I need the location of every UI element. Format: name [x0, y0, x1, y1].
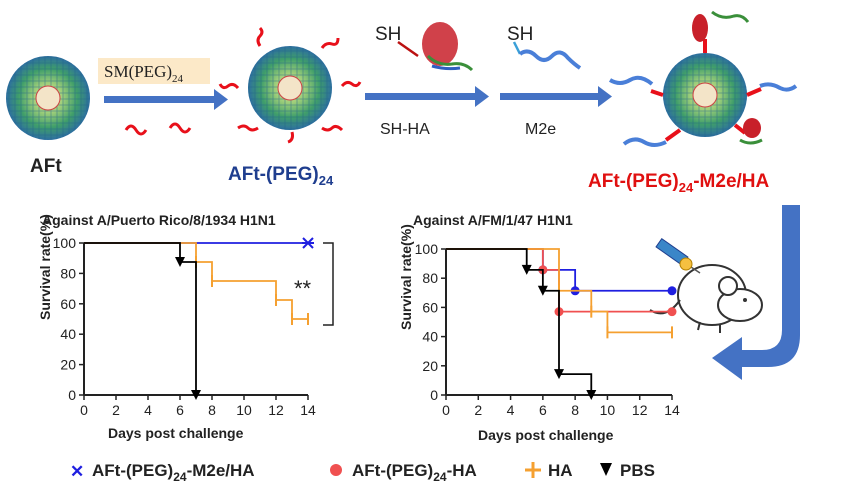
y-tick-label: 0 [68, 387, 76, 403]
data-point-series-3 [175, 257, 185, 267]
aft-peg-nanocage [218, 26, 362, 144]
legend-marker-tick [525, 462, 541, 478]
data-point-series-4 [554, 369, 564, 380]
chart-1-xlabel: Days post challenge [108, 425, 244, 441]
reagent-box [98, 58, 210, 84]
data-point-series-1 [302, 237, 314, 249]
legend-item-4: PBS [600, 461, 655, 480]
series-line-3 [84, 242, 197, 395]
ha-protein-icon [422, 22, 474, 72]
x-tick-label: 8 [571, 402, 579, 418]
x-tick-label: 6 [176, 402, 184, 418]
legend-marker-triangle [600, 463, 612, 476]
aft-label: AFt [30, 156, 62, 177]
legend-item-1: ✕ AFt-(PEG)24-M2e/HA [70, 461, 255, 484]
data-point-series-4 [586, 390, 597, 400]
x-tick-label: 10 [600, 402, 616, 418]
y-tick-label: 20 [60, 357, 76, 373]
peg-chain [124, 124, 148, 136]
legend-marker-circle [330, 464, 342, 476]
x-tick-label: 12 [632, 402, 648, 418]
peg-chain [168, 122, 192, 134]
data-point-series-4 [521, 264, 532, 275]
significance-bracket [323, 242, 334, 326]
reagent-label: SM(PEG)24 [104, 62, 184, 85]
step-2-label: M2e [525, 121, 556, 138]
chart-1-title: Against A/Puerto Rico/8/1934 H1N1 [42, 212, 276, 228]
chart-2-ylabel: Survival rate(%) [398, 224, 414, 330]
thiol-label-1: SH [375, 24, 401, 45]
aft-nanocage [6, 56, 90, 140]
y-tick-label: 40 [422, 329, 438, 345]
mouse-icon [649, 264, 763, 333]
arrow-step-3 [500, 86, 612, 107]
chart-2-marks [446, 248, 677, 400]
linker-line [397, 40, 419, 58]
legend-label-3: HA [548, 461, 573, 480]
x-tick-label: 6 [539, 402, 547, 418]
legend: ✕ AFt-(PEG)24-M2e/HA AFt-(PEG)24-HA HA P… [70, 461, 655, 484]
x-tick-label: 4 [144, 402, 152, 418]
aft-peg-m2e-ha-nanocage [608, 10, 798, 147]
linker-line [512, 41, 522, 55]
data-point-series-3 [191, 390, 201, 400]
legend-label-1: AFt-(PEG)24-M2e/HA [92, 461, 255, 484]
legend-label-2: AFt-(PEG)24-HA [352, 461, 477, 484]
y-tick-label: 80 [60, 265, 76, 281]
final-construct-label: AFt-(PEG)24-M2e/HA [588, 171, 770, 195]
arrow-step-1 [104, 89, 228, 110]
x-tick-label: 12 [268, 402, 284, 418]
y-tick-label: 80 [422, 270, 438, 286]
series-line-4 [446, 248, 593, 395]
x-tick-label: 2 [474, 402, 482, 418]
legend-marker-star: ✕ [70, 462, 84, 481]
curved-arrow [712, 205, 812, 380]
y-tick-label: 100 [53, 235, 77, 251]
syringe-icon [655, 238, 701, 274]
chart-2: Against A/FM/1/47 H1N1 Survival rate(%) … [398, 212, 680, 443]
chart-2-xlabel: Days post challenge [478, 427, 614, 443]
thiol-label-2: SH [507, 24, 533, 45]
chart-2-axes: 0 2 4 6 8 10 12 14 0 20 40 60 80 100 [415, 241, 680, 418]
legend-label-4: PBS [620, 461, 655, 480]
x-tick-label: 8 [208, 402, 216, 418]
aft-peg-label: AFt-(PEG)24 [228, 164, 334, 188]
arrow-step-2 [365, 86, 489, 107]
y-tick-label: 100 [415, 241, 439, 257]
x-tick-label: 4 [507, 402, 515, 418]
chart-2-title: Against A/FM/1/47 H1N1 [413, 212, 573, 228]
data-point-series-4 [537, 285, 548, 296]
data-point-series-1 [667, 286, 677, 296]
legend-item-3: HA [525, 461, 573, 480]
x-tick-label: 2 [112, 402, 120, 418]
y-tick-label: 0 [430, 387, 438, 403]
y-tick-label: 40 [60, 326, 76, 342]
chart-1-ylabel: Survival rate(%) [37, 214, 53, 320]
chart-1-significance: ** [294, 276, 312, 301]
x-tick-label: 0 [442, 402, 450, 418]
y-tick-label: 20 [422, 358, 438, 374]
y-tick-label: 60 [422, 299, 438, 315]
x-tick-label: 10 [236, 402, 252, 418]
m2e-peptide-icon [518, 49, 582, 70]
scheme: AFt SM(PEG)24 AFt-(PEG)24 SH [6, 10, 812, 380]
chart-1-marks [84, 237, 314, 400]
y-tick-label: 60 [60, 296, 76, 312]
step-1-label: SH-HA [380, 121, 430, 138]
x-tick-label: 14 [300, 402, 316, 418]
legend-item-2: AFt-(PEG)24-HA [330, 461, 477, 484]
chart-1: Against A/Puerto Rico/8/1934 H1N1 Surviv… [37, 212, 334, 441]
x-tick-label: 14 [664, 402, 680, 418]
x-tick-label: 0 [80, 402, 88, 418]
data-point-series-2 [667, 307, 677, 317]
series-line-2 [84, 242, 308, 320]
